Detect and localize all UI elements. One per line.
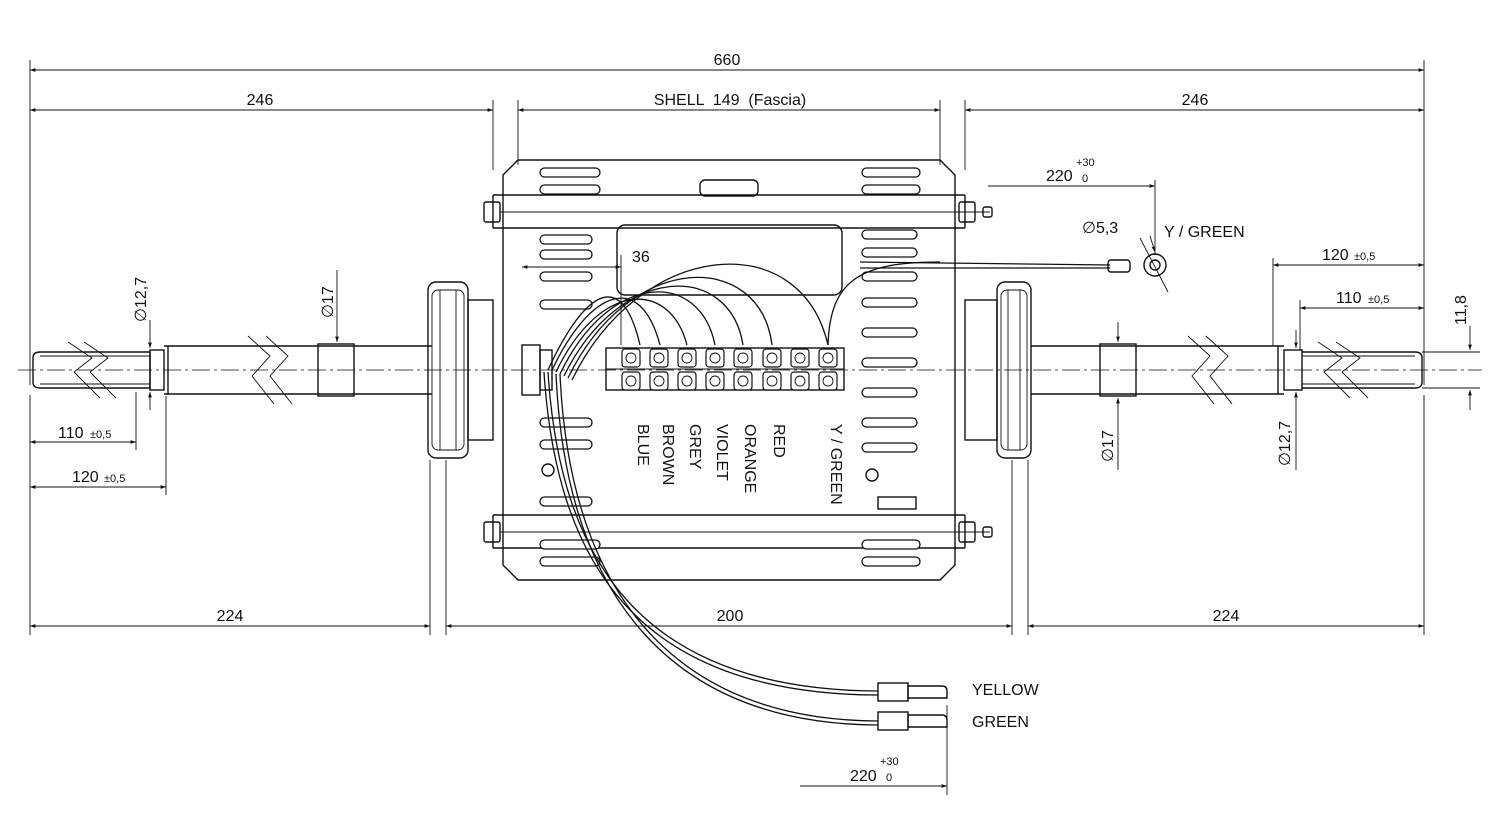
dim-middle-bottom-label: 200 [717,608,744,625]
wire-label-blue: BLUE [634,424,651,466]
wire-label-red: RED [770,424,787,458]
left-large-dia: ∅17 [320,286,337,318]
dim-left-bottom-label: 224 [217,608,244,625]
left-110-tol: ±0,5 [90,429,111,441]
terminal-screw-housing [790,348,810,368]
ring-dia-label: ∅5,3 [1082,220,1118,237]
right-120-tol: ±0,5 [1354,251,1375,263]
dim-shell-label: SHELL 149 (Fascia) [654,92,806,109]
dim-second-row: 246 SHELL 149 (Fascia) 246 [30,92,1424,170]
terminal-screw [653,352,665,364]
dim-terminal-offset: 36 [522,249,650,345]
dim-right-bottom-label: 224 [1213,608,1240,625]
lead-length-top: 220 [1046,168,1073,185]
terminal-screw [681,352,693,364]
motor-body [483,159,993,581]
terminal-screw [737,352,749,364]
terminal-screw [794,375,806,387]
right-shaft-dims: ∅17 ∅12,7 120 ±0,5 110 ±0,5 11,8 [1100,247,1480,470]
lead-green-label: GREEN [972,714,1029,731]
terminal-screw [709,375,721,387]
lead-tol-lower-top: 0 [1082,173,1088,185]
left-110-label: 110 [58,425,84,442]
terminal-screw [737,375,749,387]
terminal-screw-housing [818,348,838,368]
terminal-screw [653,375,665,387]
external-leads: YELLOW GREEN 220 +30 0 [543,371,1040,795]
lead-tol-lower-bottom: 0 [886,772,892,784]
terminal-screw-housing [733,348,753,368]
left-shaft [32,281,494,459]
wire-label-violet: VIOLET [713,424,730,481]
terminal-screw-housing [705,371,725,391]
lead-length-bottom: 220 [850,768,877,785]
ground-lead-label: Y / GREEN [1164,224,1245,241]
terminal-screw-housing [621,348,641,368]
terminal-screw [794,352,806,364]
right-110-tol: ±0,5 [1368,294,1389,306]
vent-slots-right [861,167,921,567]
left-120-label: 120 [72,469,99,486]
terminal-screw-housing [705,348,725,368]
terminal-screw [766,375,778,387]
wire-color-labels: BLUE BROWN GREY VIOLET ORANGE RED Y / GR… [634,424,844,505]
terminal-screw-housing [677,348,697,368]
terminal-screw-housing [621,371,641,391]
dim-overall: 660 [29,52,1425,385]
dim-left-shaft-label: 246 [247,92,274,109]
wire-label-brown: BROWN [659,424,676,485]
terminal-screw [822,352,834,364]
terminal-screw-housing [733,371,753,391]
terminal-screw-housing [677,371,697,391]
terminal-block [605,347,845,391]
dim-bottom-row: 224 200 224 [29,395,1425,635]
dim-terminal-offset-label: 36 [632,249,650,266]
terminal-screw-housing [762,371,782,391]
left-120-tol: ±0,5 [104,473,125,485]
terminal-screw [625,375,637,387]
wire-label-ygreen: Y / GREEN [827,424,844,505]
wire-label-orange: ORANGE [741,424,758,493]
lead-tol-upper-top: +30 [1076,157,1095,169]
right-110-label: 110 [1336,290,1362,307]
wire-label-grey: GREY [686,424,703,470]
dim-overall-label: 660 [714,52,741,69]
terminal-screw-housing [762,348,782,368]
terminal-screw-housing [818,371,838,391]
dim-right-shaft-label: 246 [1182,92,1209,109]
right-120-label: 120 [1322,247,1349,264]
terminal-screw [766,352,778,364]
right-large-dia: ∅17 [1100,430,1117,462]
flat-label: 11,8 [1453,295,1470,325]
terminal-screw [709,352,721,364]
terminal-screw-housing [649,348,669,368]
lead-tol-upper-bottom: +30 [880,756,899,768]
terminal-screw [822,375,834,387]
right-shaft [964,281,1423,459]
terminal-screw-housing [649,371,669,391]
terminal-screw-housing [790,371,810,391]
left-small-dia: ∅12,7 [133,277,150,322]
right-small-dia: ∅12,7 [1277,421,1294,466]
vent-slots-left [539,167,601,567]
ground-lead: ∅5,3 Y / GREEN 220 +30 0 [859,157,1245,293]
terminal-screw [625,352,637,364]
terminal-screw [681,375,693,387]
left-shaft-dims: ∅12,7 ∅17 110 ±0,5 120 ±0,5 [30,270,339,495]
lead-yellow-label: YELLOW [972,682,1040,699]
